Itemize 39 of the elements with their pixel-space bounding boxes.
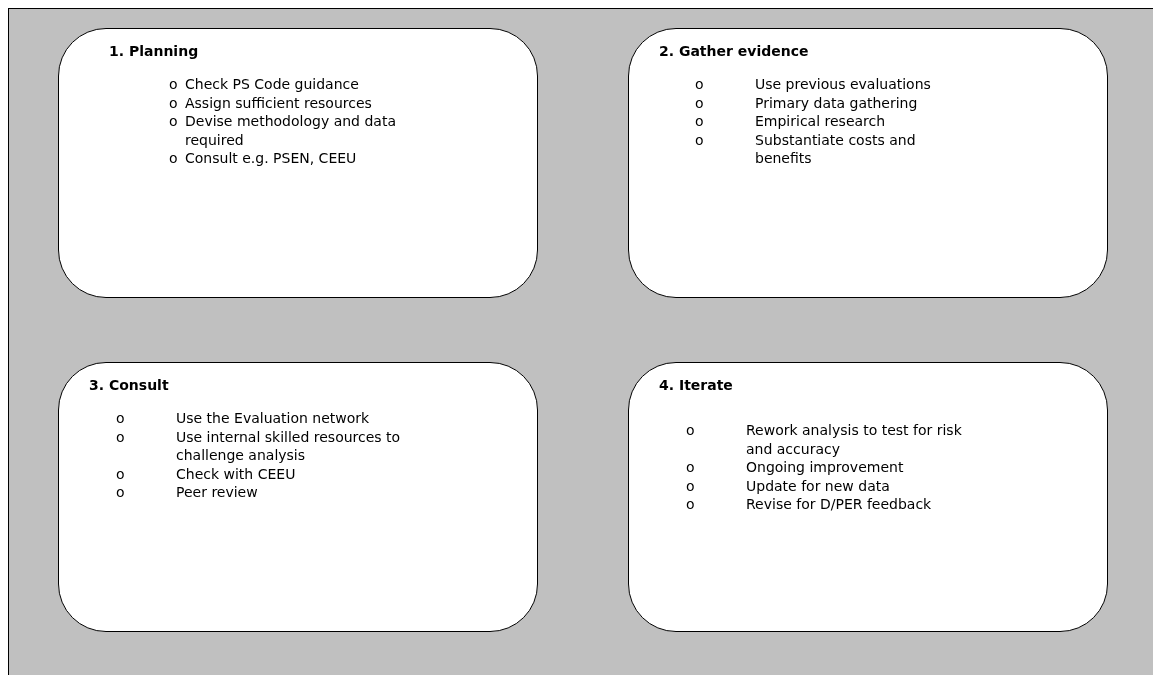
box-heading: 2. Gather evidence bbox=[659, 43, 809, 59]
bullet-marker: o bbox=[686, 421, 695, 440]
bullet-marker: o bbox=[695, 130, 704, 150]
rounded-box bbox=[58, 28, 538, 298]
bullet-item: Ongoing improvement bbox=[746, 458, 905, 477]
bullet-item: Use the Evaluation network bbox=[176, 409, 371, 428]
bullet-marker: o bbox=[686, 458, 695, 477]
bullet-item: Update for new data bbox=[746, 476, 891, 495]
bullet-marker: o bbox=[169, 75, 178, 94]
box-heading: 3. Consult bbox=[89, 377, 169, 393]
bullet-item: Empirical research bbox=[755, 112, 887, 131]
bullet-item: Rework analysis to test for risk and accuracy bbox=[746, 421, 963, 458]
bullet-item: Use previous evaluations bbox=[755, 75, 932, 94]
bullet-item: Primary data gathering bbox=[755, 93, 919, 112]
bullet-item: Substantiate costs and benefits bbox=[755, 130, 917, 168]
rounded-box bbox=[628, 362, 1108, 632]
bullet-marker: o bbox=[695, 75, 704, 94]
bullet-item: Peer review bbox=[176, 483, 259, 502]
bullet-item: Check with CEEU bbox=[176, 464, 297, 483]
bullet-marker: o bbox=[116, 427, 125, 447]
rounded-box bbox=[58, 362, 538, 632]
bullet-marker: o bbox=[695, 112, 704, 131]
bullet-marker: o bbox=[695, 93, 704, 112]
bullet-item: Use internal skilled resources to challenge analysis bbox=[176, 427, 402, 465]
bullet-marker: o bbox=[686, 476, 695, 495]
bullet-marker: o bbox=[116, 464, 125, 483]
bullet-marker: o bbox=[169, 93, 178, 112]
bullet-marker: o bbox=[116, 483, 125, 502]
bullet-item: Revise for D/PER feedback bbox=[746, 495, 933, 514]
bullet-marker: o bbox=[169, 149, 178, 168]
bullet-item: Check PS Code guidance bbox=[185, 75, 360, 94]
box-heading: 4. Iterate bbox=[659, 377, 733, 393]
bullet-marker: o bbox=[686, 495, 695, 514]
bullet-marker: o bbox=[169, 112, 178, 131]
box-heading: 1. Planning bbox=[109, 43, 199, 59]
bullet-item: Consult e.g. PSEN, CEEU bbox=[185, 149, 358, 168]
bullet-marker: o bbox=[116, 409, 125, 428]
bullet-item: Assign sufficient resources bbox=[185, 93, 373, 112]
rounded-box bbox=[628, 28, 1108, 298]
